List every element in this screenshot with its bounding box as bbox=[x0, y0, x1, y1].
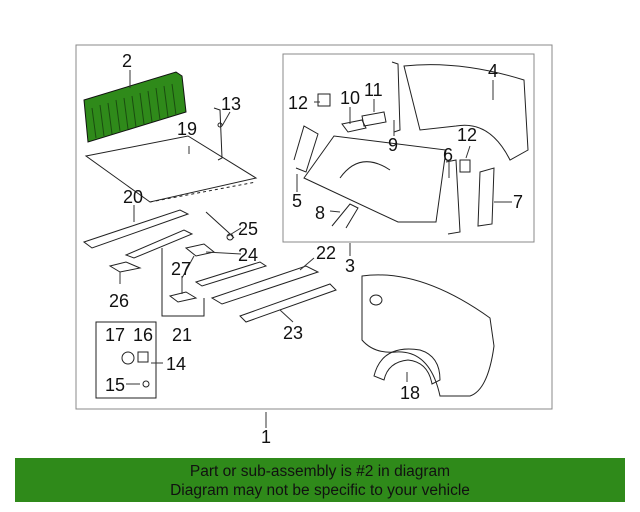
part-7-bracket bbox=[477, 167, 495, 227]
part-9-pillar bbox=[391, 61, 401, 133]
part-23-sill bbox=[239, 283, 337, 323]
callout-21: 21 bbox=[172, 325, 193, 345]
part-4-outer-panel bbox=[403, 64, 529, 161]
callout-23: 23 bbox=[283, 323, 304, 343]
part-20-crossmembers bbox=[82, 209, 194, 259]
part-5-corner bbox=[293, 125, 319, 173]
callout-12a: 12 bbox=[288, 93, 309, 113]
banner-line-1: Part or sub-assembly is #2 in diagram bbox=[189, 463, 451, 480]
part-10-bracket bbox=[341, 119, 367, 133]
info-banner: Part or sub-assembly is #2 in diagram Di… bbox=[15, 458, 625, 502]
callout-19: 19 bbox=[177, 119, 198, 139]
leader-lines bbox=[119, 70, 512, 428]
callout-1: 1 bbox=[261, 427, 272, 447]
part-16-clip bbox=[137, 351, 149, 363]
callout-9: 9 bbox=[388, 135, 399, 155]
callout-11: 11 bbox=[364, 80, 383, 100]
callout-12b: 12 bbox=[457, 125, 478, 145]
callout-27: 27 bbox=[171, 259, 192, 279]
callout-17: 17 bbox=[105, 325, 126, 345]
callout-15: 15 bbox=[105, 375, 126, 395]
callout-25: 25 bbox=[238, 219, 259, 239]
outer-frame bbox=[75, 44, 553, 410]
part-21-rails bbox=[161, 248, 268, 317]
callout-6: 6 bbox=[443, 145, 454, 165]
callout-8: 8 bbox=[315, 203, 326, 223]
part-13-strap bbox=[213, 107, 223, 161]
part-1-body-side bbox=[361, 274, 495, 397]
callout-24: 24 bbox=[238, 245, 259, 265]
callout-10: 10 bbox=[340, 88, 361, 108]
part-12-clip-a bbox=[317, 93, 331, 107]
callout-5: 5 bbox=[292, 191, 303, 211]
callout-13: 13 bbox=[221, 94, 242, 114]
callout-22: 22 bbox=[316, 243, 337, 263]
part-17-grommet bbox=[121, 351, 135, 365]
part-14-group-box bbox=[95, 321, 157, 399]
callout-18: 18 bbox=[400, 383, 421, 403]
part-2-front-panel[interactable] bbox=[83, 71, 187, 143]
part-19-floor bbox=[84, 135, 258, 203]
callout-26: 26 bbox=[109, 291, 130, 311]
part-18-wheel-liner bbox=[373, 348, 441, 385]
part-11-bracket bbox=[361, 111, 387, 127]
callout-16: 16 bbox=[133, 325, 154, 345]
part-3-inner-panel bbox=[303, 135, 447, 223]
callout-7: 7 bbox=[513, 192, 524, 212]
part-6-pillar bbox=[445, 159, 461, 235]
part-15-bolt bbox=[142, 380, 150, 388]
callout-3: 3 bbox=[345, 256, 356, 276]
banner-line-2: Diagram may not be specific to your vehi… bbox=[170, 482, 470, 499]
part-22-sill bbox=[210, 265, 320, 305]
callout-20: 20 bbox=[123, 187, 144, 207]
part-12-clip-b bbox=[459, 159, 471, 173]
part-27-bracket bbox=[184, 243, 216, 257]
callout-2: 2 bbox=[122, 51, 133, 71]
callout-4: 4 bbox=[488, 61, 499, 81]
part-26-bracket bbox=[108, 261, 142, 273]
part-25-bracket bbox=[205, 211, 235, 241]
part-8-bracket bbox=[331, 203, 359, 229]
callout-14: 14 bbox=[166, 354, 187, 374]
inner-frame bbox=[282, 53, 535, 243]
